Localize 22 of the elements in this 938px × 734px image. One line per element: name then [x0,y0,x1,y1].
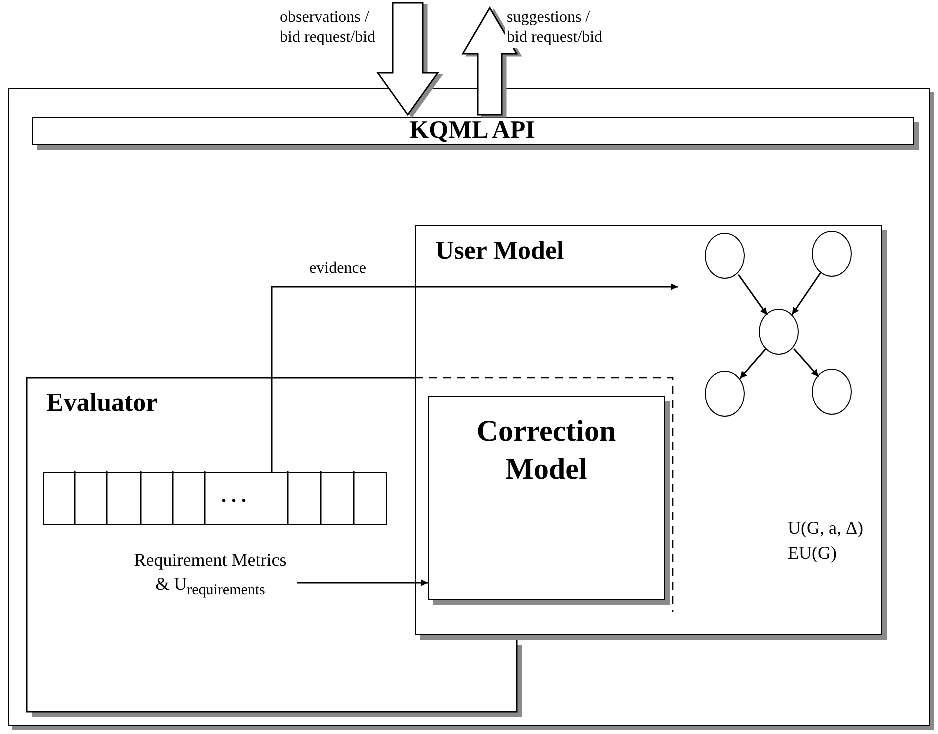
circle-node [705,371,745,417]
metrics-label: Requirement Metrics & U$_{requirements}$ [133,548,288,600]
circle-node [812,231,852,277]
arrow [794,348,820,378]
formula-text: EU(G) [788,543,837,564]
title-text: KQML API [408,118,536,144]
block-arrow [376,2,440,116]
circle-node [812,369,852,415]
title-text: Correction Model [476,414,618,488]
arrow [297,580,428,586]
arrow [792,272,822,316]
block-arrow [462,6,518,116]
arrow [740,348,766,380]
circle-node [705,233,745,279]
arrow [271,284,678,472]
title-text: User Model [436,236,564,266]
title-text: Evaluator [46,388,158,418]
formula-text: U(G, a, Δ) [788,518,864,539]
arrow [738,274,768,316]
ellipsis-text: . . . [222,484,246,508]
metrics-array [42,472,386,524]
circle-node [759,309,799,355]
